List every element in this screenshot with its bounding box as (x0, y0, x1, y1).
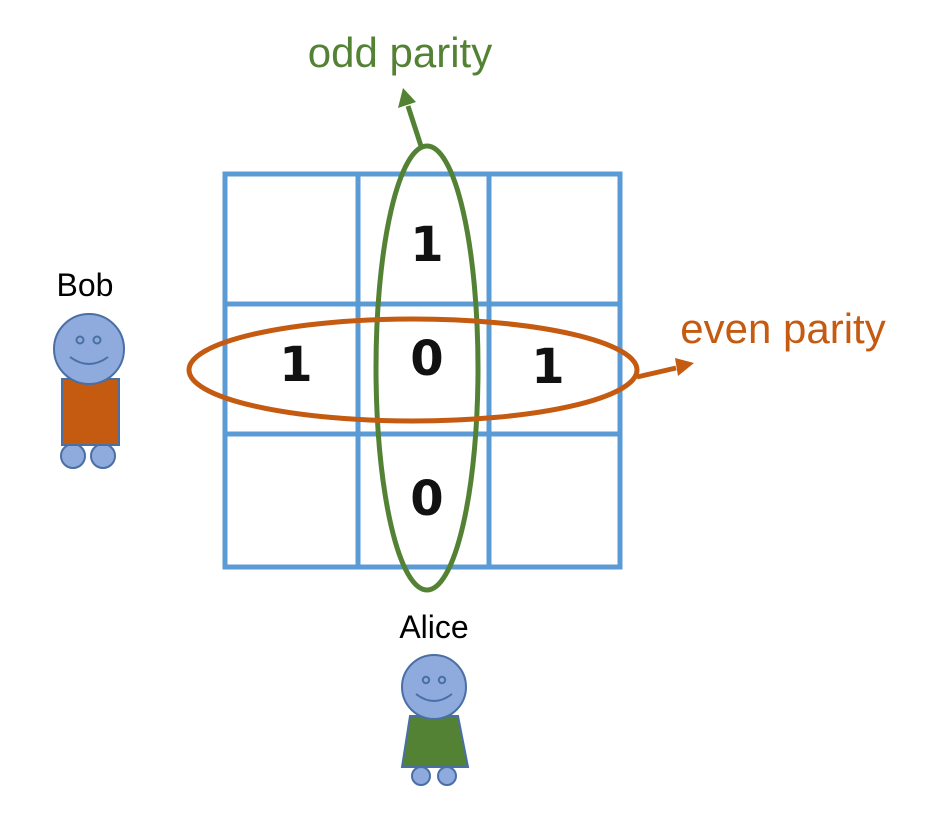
bob-right-eye (92, 335, 102, 345)
alice-right-foot (437, 766, 457, 786)
bob-left-foot (60, 443, 86, 469)
even-parity-arrowhead (675, 358, 694, 376)
bob-person-icon (53, 313, 125, 469)
bob-right-foot (90, 443, 116, 469)
odd-parity-label: odd parity (308, 29, 492, 76)
alice-left-foot (411, 766, 431, 786)
alice-head (401, 654, 467, 720)
cell-r1-c0: 1 (279, 337, 312, 393)
even-parity-marker (186, 316, 694, 424)
even-parity-ellipse (186, 316, 640, 424)
grid-values: 1 1 0 1 0 (279, 217, 564, 527)
grid-outer-border (222, 171, 623, 570)
alice-person-icon (400, 654, 470, 786)
odd-parity-arrow-shaft (405, 105, 424, 147)
bob-label: Bob (57, 267, 114, 303)
cell-r0-c1: 1 (410, 217, 443, 273)
alice-smile (415, 693, 453, 702)
bob-body (61, 378, 120, 446)
cell-r1-c1: 0 (410, 331, 443, 387)
bob-left-eye (75, 335, 85, 345)
odd-parity-ellipse (373, 143, 481, 593)
alice-body (400, 715, 470, 768)
odd-parity-marker (373, 88, 481, 593)
grid (222, 171, 623, 570)
bob-smile (69, 356, 109, 365)
even-parity-label: even parity (680, 305, 885, 352)
cell-r2-c1: 0 (410, 471, 443, 527)
alice-label: Alice (399, 609, 468, 645)
alice-left-eye (421, 675, 431, 685)
odd-parity-arrowhead (398, 88, 416, 108)
alice-right-eye (437, 675, 447, 685)
bob-head (53, 313, 125, 385)
cell-r1-c2: 1 (531, 339, 564, 395)
even-parity-arrow-shaft (636, 365, 677, 380)
